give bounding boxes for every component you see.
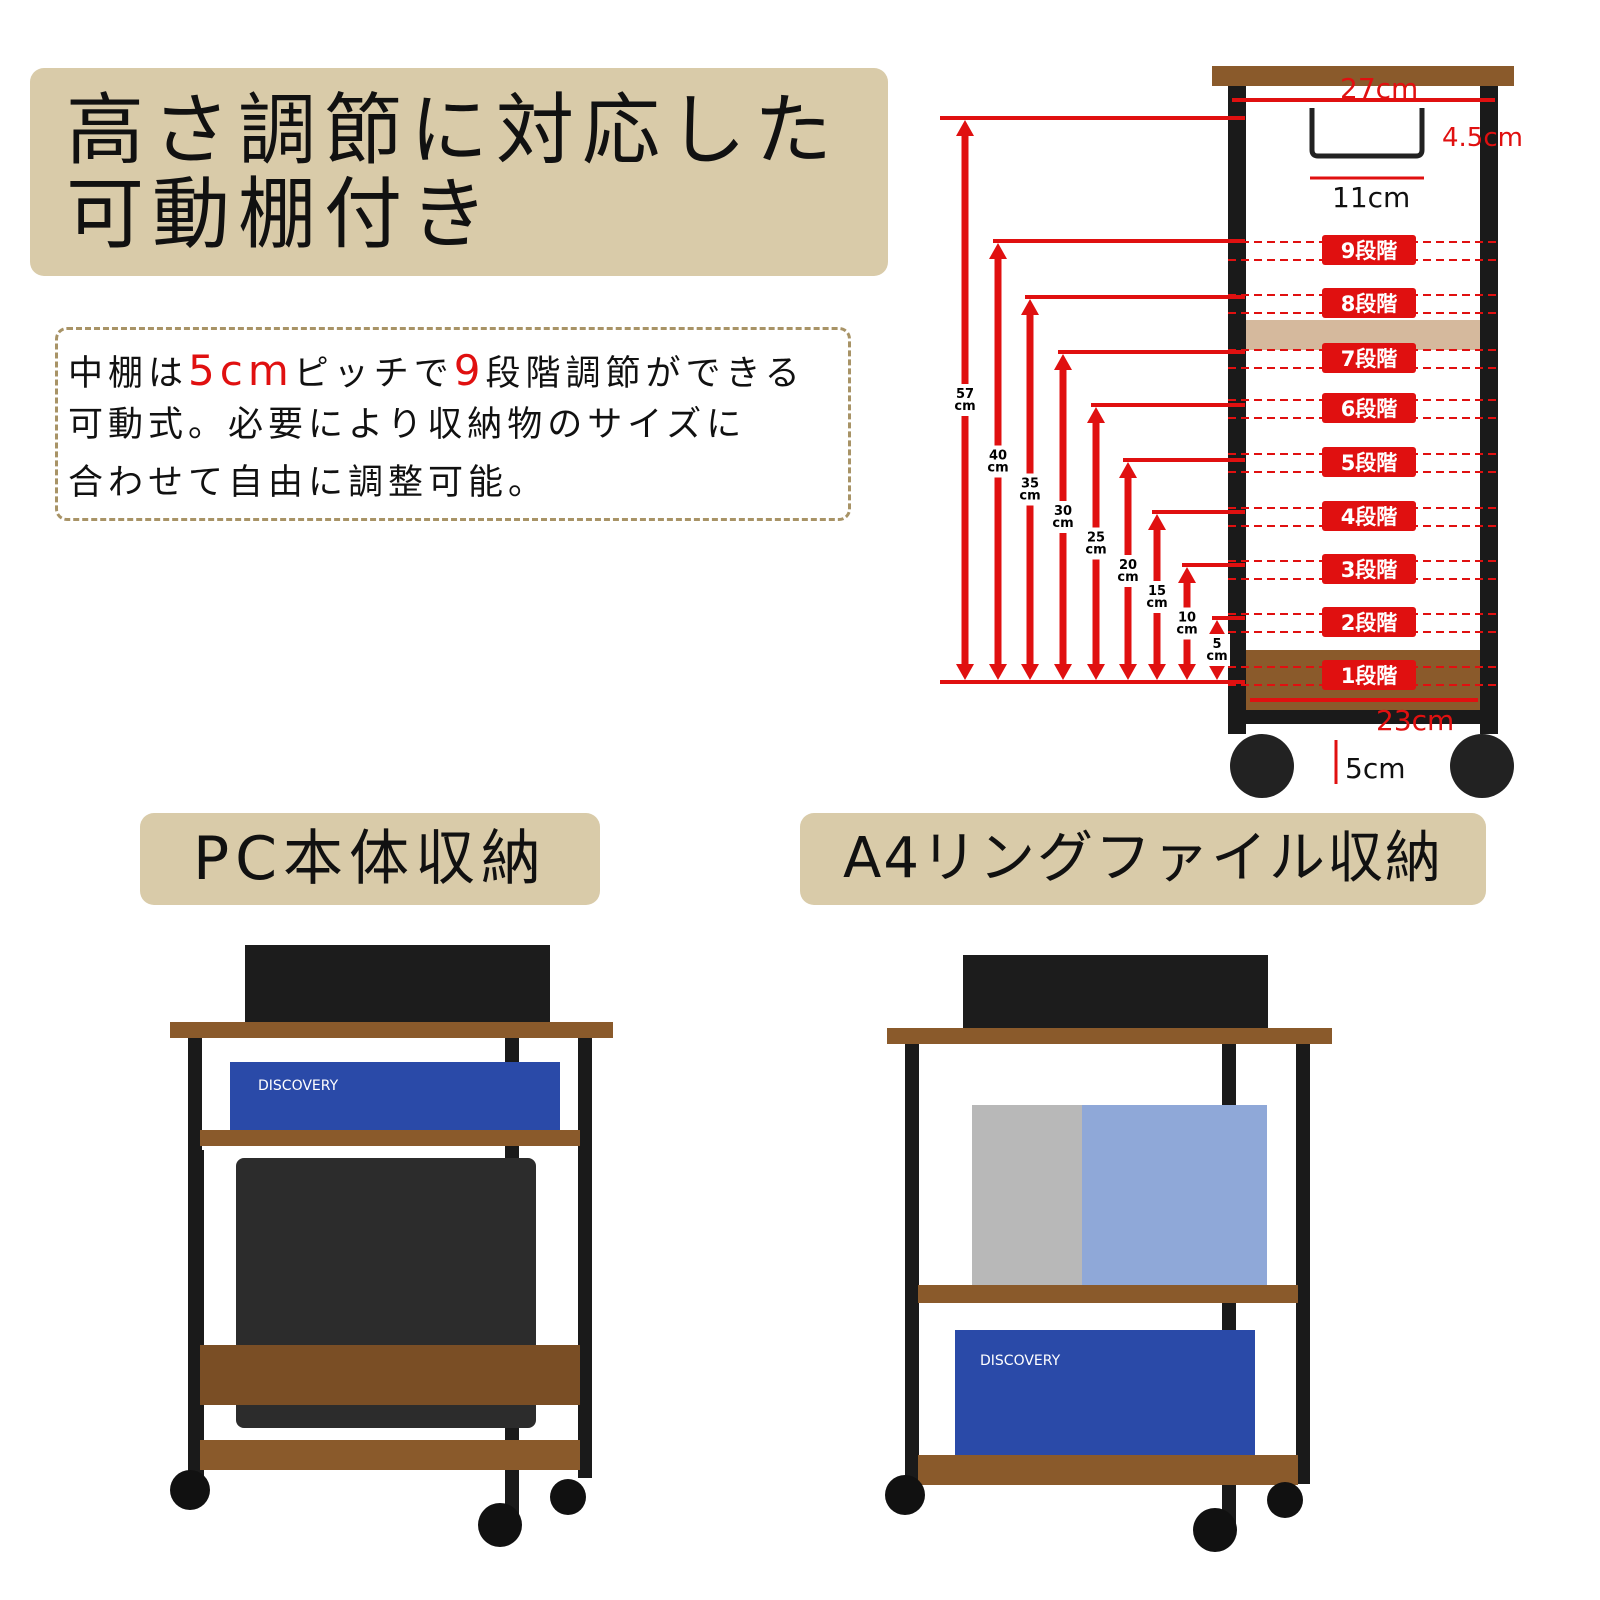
arrow-head-up xyxy=(1178,567,1196,583)
bottom-frame xyxy=(1228,710,1498,724)
arrow-head-down xyxy=(989,664,1007,680)
caster-icon xyxy=(1230,734,1294,798)
height-label: cm xyxy=(1019,489,1040,504)
hook-width-label: 11cm xyxy=(1332,181,1410,214)
height-label: cm xyxy=(954,399,975,414)
height-label-bg xyxy=(1174,607,1200,640)
desc-text-a: 中棚は xyxy=(68,354,189,394)
title-line-2: 可動棚付き xyxy=(66,170,497,260)
title-banner: 高さ調節に対応した 可動棚付き xyxy=(30,68,888,276)
arrow-head-down xyxy=(1054,664,1072,680)
height-label-bg xyxy=(1115,555,1141,587)
height-label-bg xyxy=(1204,634,1230,666)
height-label: cm xyxy=(1117,570,1138,585)
arrow-head-down xyxy=(1119,664,1137,680)
height-label: 5 xyxy=(1212,637,1221,652)
caption-a4-file-storage: A4リングファイル収納 xyxy=(800,813,1486,905)
height-label: cm xyxy=(1085,543,1106,558)
arrow-head-down xyxy=(1208,664,1226,680)
height-label-bg xyxy=(985,445,1011,478)
level-label: 3段階 xyxy=(1341,558,1398,582)
level-badge xyxy=(1322,447,1416,477)
height-label: 25 xyxy=(1087,531,1105,546)
height-label-bg xyxy=(1144,581,1170,613)
arrow-head-down xyxy=(1178,664,1196,680)
arrow-head-up xyxy=(1054,354,1072,370)
height-label: 10 xyxy=(1178,611,1196,626)
top-width-label: 27cm xyxy=(1340,72,1418,105)
level-badge xyxy=(1322,393,1416,423)
hook-height-label: 4.5cm xyxy=(1442,123,1523,153)
arrow-head-up xyxy=(1148,514,1166,530)
arrow-head-down xyxy=(1148,664,1166,680)
height-label: cm xyxy=(1146,596,1167,611)
arrow-head-up xyxy=(956,120,974,136)
level-label: 6段階 xyxy=(1341,397,1398,421)
desc-pitch: 5cm xyxy=(188,346,294,395)
height-label-bg xyxy=(1017,473,1043,506)
caption-left-text: PC本体収納 xyxy=(192,824,548,894)
level-badge xyxy=(1322,554,1416,584)
level-label: 7段階 xyxy=(1341,347,1398,371)
height-label-bg xyxy=(1050,501,1076,533)
caption-pc-storage: PC本体収納 xyxy=(140,813,600,905)
height-label: cm xyxy=(987,461,1008,476)
right-post xyxy=(1480,86,1498,734)
level-badge xyxy=(1322,607,1416,637)
level-label: 5段階 xyxy=(1341,451,1398,475)
height-label-bg xyxy=(1083,527,1109,560)
height-label: cm xyxy=(1176,623,1197,638)
level-label: 9段階 xyxy=(1341,239,1398,263)
caster-height-label: 5cm xyxy=(1345,752,1405,785)
arrow-head-down xyxy=(1021,664,1039,680)
level-label: 8段階 xyxy=(1341,292,1398,316)
caster-icon xyxy=(1450,734,1514,798)
level-badge xyxy=(1322,288,1416,318)
description-box: 中棚は5cmピッチで9段階調節ができる 可動式。必要により収納物のサイズに 合わ… xyxy=(55,327,851,521)
level-label: 4段階 xyxy=(1341,505,1398,529)
level-label: 2段階 xyxy=(1341,611,1398,635)
arrow-head-up xyxy=(1208,620,1226,636)
description-line-1: 中棚は5cmピッチで9段階調節ができる xyxy=(68,350,805,392)
height-label-bg xyxy=(952,384,978,416)
height-label: 40 xyxy=(989,449,1007,464)
arrow-head-up xyxy=(1087,407,1105,423)
arrow-head-down xyxy=(956,664,974,680)
height-label: 30 xyxy=(1054,504,1072,519)
level-badge xyxy=(1322,235,1416,265)
height-label: cm xyxy=(1052,516,1073,531)
desc-steps: 9 xyxy=(453,346,486,395)
left-post xyxy=(1228,86,1246,734)
top-board xyxy=(1212,66,1514,86)
height-label: 20 xyxy=(1119,558,1137,573)
arrow-head-up xyxy=(1119,462,1137,478)
bottom-width-label: 23cm xyxy=(1376,704,1454,737)
height-label: 15 xyxy=(1148,584,1166,599)
desc-text-c: 段階調節ができる xyxy=(485,354,805,394)
level-badge xyxy=(1322,501,1416,531)
height-arrows: 57cm40cm35cm30cm25cm20cm15cm10cm5cm9段階8段… xyxy=(952,120,1498,690)
desc-text-b: ピッチで xyxy=(293,354,454,394)
caption-right-text: A4リングファイル収納 xyxy=(843,826,1443,891)
description-line-3: 合わせて自由に調整可能。 xyxy=(68,463,549,503)
level-badge xyxy=(1322,660,1416,690)
arrow-head-up xyxy=(1021,299,1039,315)
description-line-2: 可動式。必要により収納物のサイズに xyxy=(68,405,747,445)
height-label: cm xyxy=(1206,649,1227,664)
title-line-1: 高さ調節に対応した xyxy=(66,86,841,176)
arrow-head-up xyxy=(989,243,1007,259)
arrow-head-down xyxy=(1087,664,1105,680)
hook-icon xyxy=(1309,108,1425,159)
level-badge xyxy=(1322,343,1416,373)
height-label: 35 xyxy=(1021,477,1039,492)
level-label: 1段階 xyxy=(1341,664,1398,688)
height-label: 57 xyxy=(956,387,974,402)
